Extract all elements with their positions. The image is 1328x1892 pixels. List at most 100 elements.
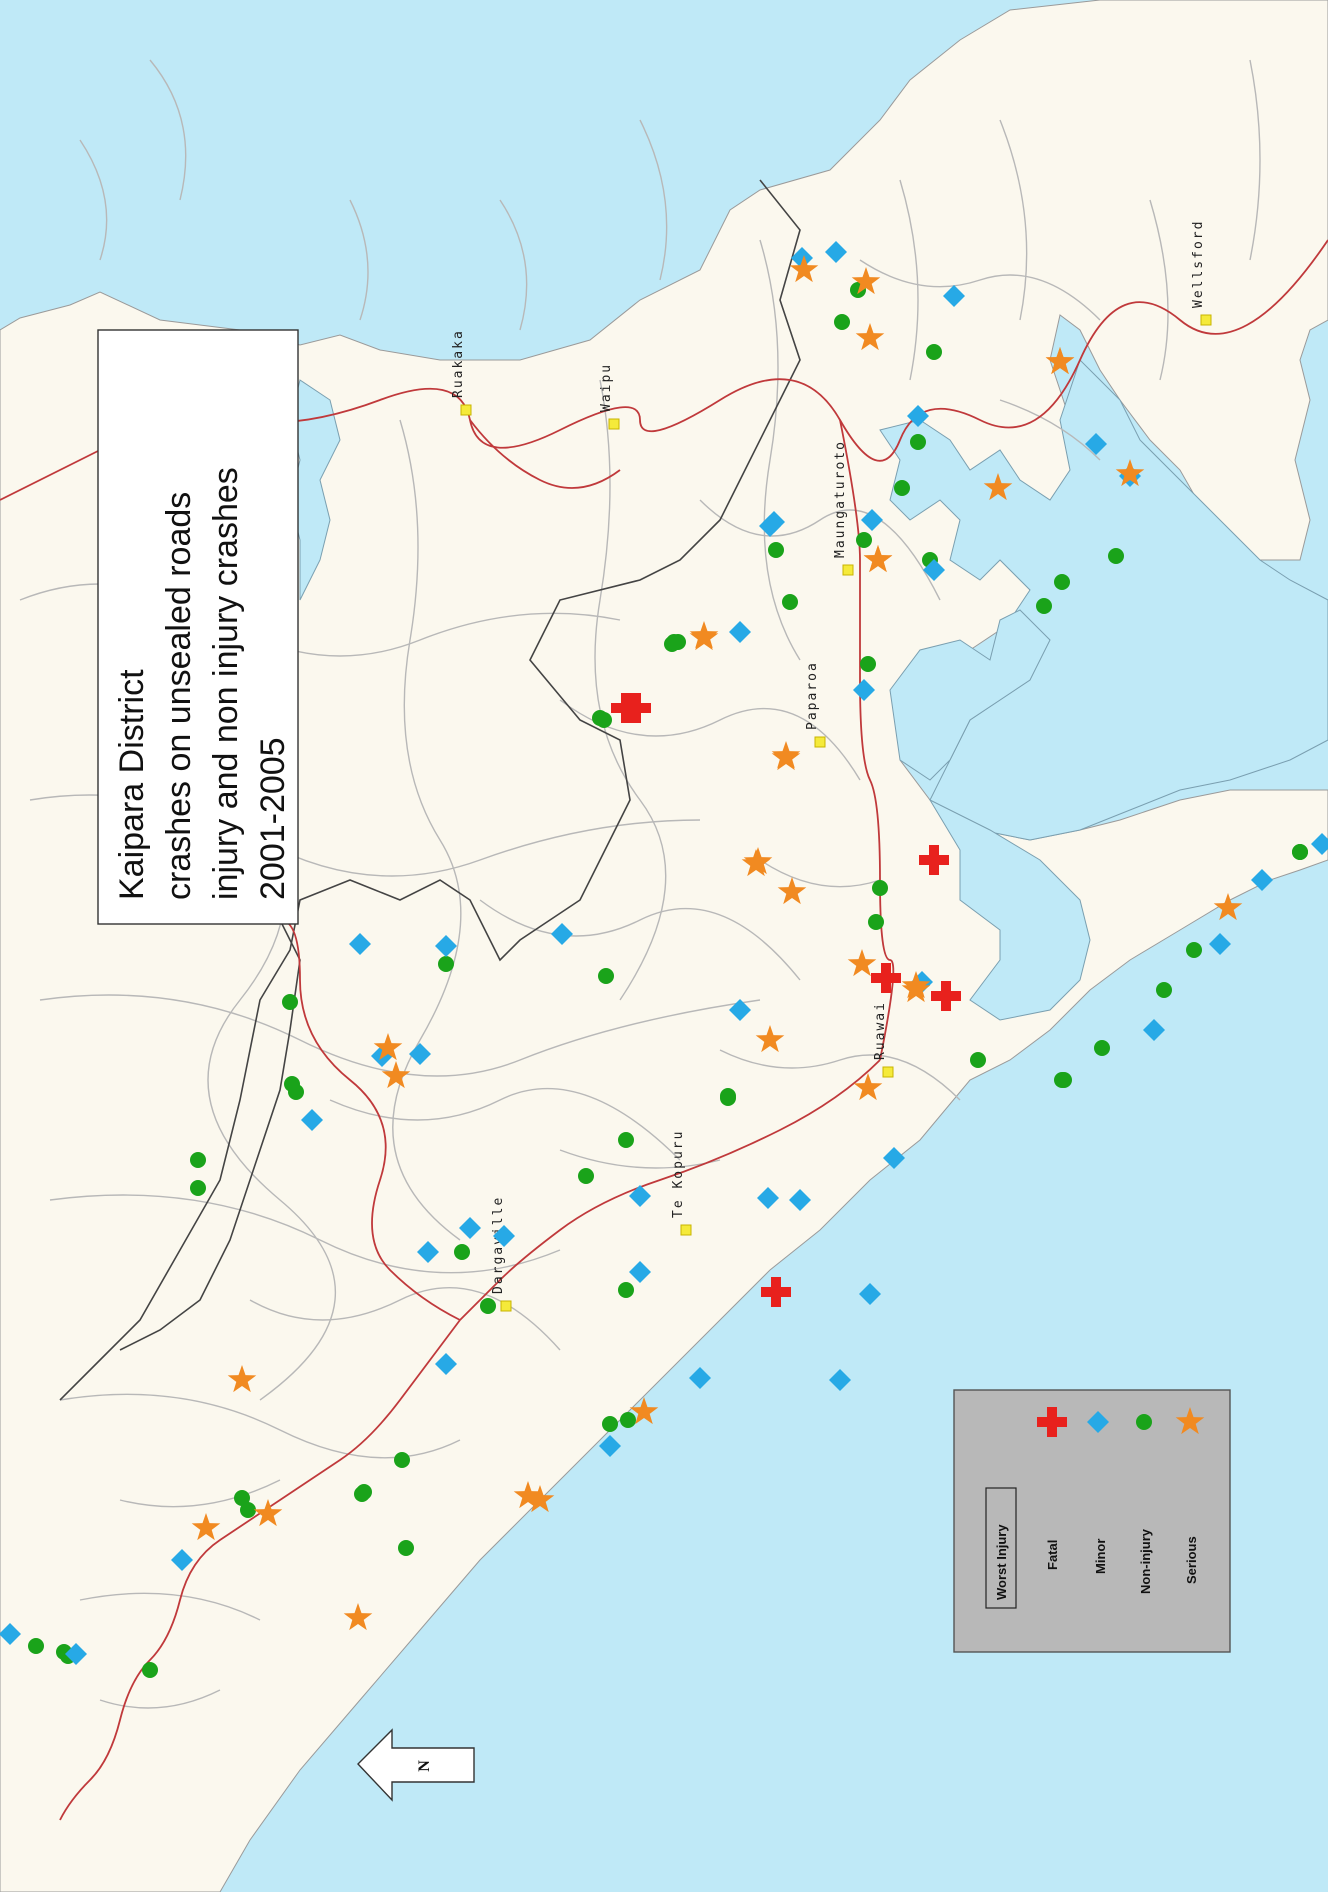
minor-crash-marker (729, 621, 751, 643)
legend: Worst Injury Fatal Minor Non-injury Seri… (953, 1389, 1231, 1653)
serious-crash-marker (343, 1603, 373, 1631)
non-injury-crash-marker (454, 1244, 470, 1260)
minor-crash-marker (689, 1367, 711, 1389)
north-arrow: N (357, 1728, 475, 1802)
minor-crash-marker (1209, 933, 1231, 955)
harbour-inlet (889, 609, 1051, 781)
minor-crash-marker (629, 1261, 651, 1283)
legend-label-fatal: Fatal (1045, 1540, 1060, 1570)
non-injury-crash-marker (618, 1132, 634, 1148)
non-injury-crash-marker (394, 1452, 410, 1468)
serious-crash-marker (901, 975, 931, 1003)
non-injury-crash-marker (480, 1298, 496, 1314)
title-line-3: injury and non injury crashes (207, 467, 245, 900)
non-injury-crash-marker (868, 914, 884, 930)
non-injury-crash-marker (596, 712, 612, 728)
minor-crash-marker (1311, 833, 1328, 855)
minor-crash-marker (409, 1043, 431, 1065)
serious-crash-marker (755, 1025, 785, 1053)
minor-crash-marker (859, 1283, 881, 1305)
serious-crash-marker (851, 267, 881, 295)
town-label: Paparoa (805, 661, 820, 730)
fatal-crash-marker (611, 693, 641, 723)
serious-crash-marker (373, 1033, 403, 1061)
town-marker (608, 418, 620, 430)
non-injury-crash-marker (620, 1412, 636, 1428)
non-injury-crash-marker (1108, 548, 1124, 564)
serious-crash-marker (855, 323, 885, 351)
legend-label-minor: Minor (1093, 1539, 1108, 1574)
serious-crash-marker (853, 1073, 883, 1101)
title-line-2: crashes on unsealed roads (160, 492, 198, 900)
serious-crash-marker (743, 847, 773, 875)
minor-crash-marker (943, 285, 965, 307)
non-injury-crash-marker (288, 1084, 304, 1100)
serious-crash-marker (863, 545, 893, 573)
serious-crash-marker (227, 1365, 257, 1393)
district-boundary (119, 919, 301, 1351)
minor-crash-marker (789, 1189, 811, 1211)
non-injury-crash-marker (872, 880, 888, 896)
legend-label-serious: Serious (1184, 1536, 1199, 1584)
non-injury-crash-marker (438, 956, 454, 972)
minor-crash-marker (349, 933, 371, 955)
non-injury-crash-marker (282, 994, 298, 1010)
legend-diamond-icon (1087, 1411, 1109, 1433)
map-title-box: Kaipara District crashes on unsealed roa… (97, 329, 299, 925)
minor-crash-marker (1251, 869, 1273, 891)
serious-crash-marker (1115, 459, 1145, 487)
serious-crash-marker (847, 949, 877, 977)
minor-crash-marker (791, 247, 813, 269)
non-injury-crash-marker (598, 968, 614, 984)
serious-crash-marker (525, 1485, 555, 1513)
serious-crash-marker (513, 1481, 543, 1509)
crash-symbols (0, 241, 1328, 1678)
non-injury-crash-marker (602, 1416, 618, 1432)
town-label: Wellsford (1191, 220, 1206, 308)
north-arrow-label: N (416, 1760, 433, 1772)
town-marker (500, 1300, 512, 1312)
non-injury-crash-marker (142, 1662, 158, 1678)
serious-crash-marker (1213, 893, 1243, 921)
minor-crash-marker (825, 241, 847, 263)
minor-crash-marker (729, 999, 751, 1021)
serious-crash-marker (629, 1397, 659, 1425)
town-marker (814, 736, 826, 748)
non-injury-crash-marker (240, 1502, 256, 1518)
minor-crash-marker (883, 1147, 905, 1169)
non-injury-crash-marker (1186, 942, 1202, 958)
non-injury-crash-marker (856, 532, 872, 548)
harbour-water (879, 359, 1328, 841)
minor-crash-marker (829, 1369, 851, 1391)
minor-crash-marker (757, 1187, 779, 1209)
serious-crash-marker (789, 255, 819, 283)
minor-crash-marker (759, 515, 781, 537)
minor-crash-marker (599, 1435, 621, 1457)
town-label: Dargaville (491, 1196, 506, 1294)
non-injury-crash-marker (1054, 1072, 1070, 1088)
non-injury-crash-marker (578, 1168, 594, 1184)
serious-crash-marker (253, 1499, 283, 1527)
non-injury-crash-marker (1094, 1040, 1110, 1056)
minor-crash-marker (417, 1241, 439, 1263)
minor-crash-marker (1085, 433, 1107, 455)
serious-crash-marker (771, 743, 801, 771)
non-injury-crash-marker (910, 434, 926, 450)
serious-crash-marker (983, 473, 1013, 501)
serious-crash-marker (191, 1513, 221, 1541)
minor-crash-marker (435, 1353, 457, 1375)
town-label: Waipu (599, 363, 614, 412)
non-injury-crash-marker (356, 1484, 372, 1500)
non-injury-crash-marker (190, 1180, 206, 1196)
non-injury-crash-marker (234, 1490, 250, 1506)
non-injury-crash-marker (834, 314, 850, 330)
town-label: Maungaturoto (833, 440, 848, 558)
legend-label-non-injury: Non-injury (1138, 1528, 1153, 1594)
minor-crash-marker (65, 1643, 87, 1665)
minor-crash-marker (493, 1225, 515, 1247)
title-line-4: 2001-2005 (254, 737, 292, 900)
serious-crash-marker (777, 877, 807, 905)
legend-circle-icon (1136, 1414, 1152, 1430)
town-marker (842, 564, 854, 576)
